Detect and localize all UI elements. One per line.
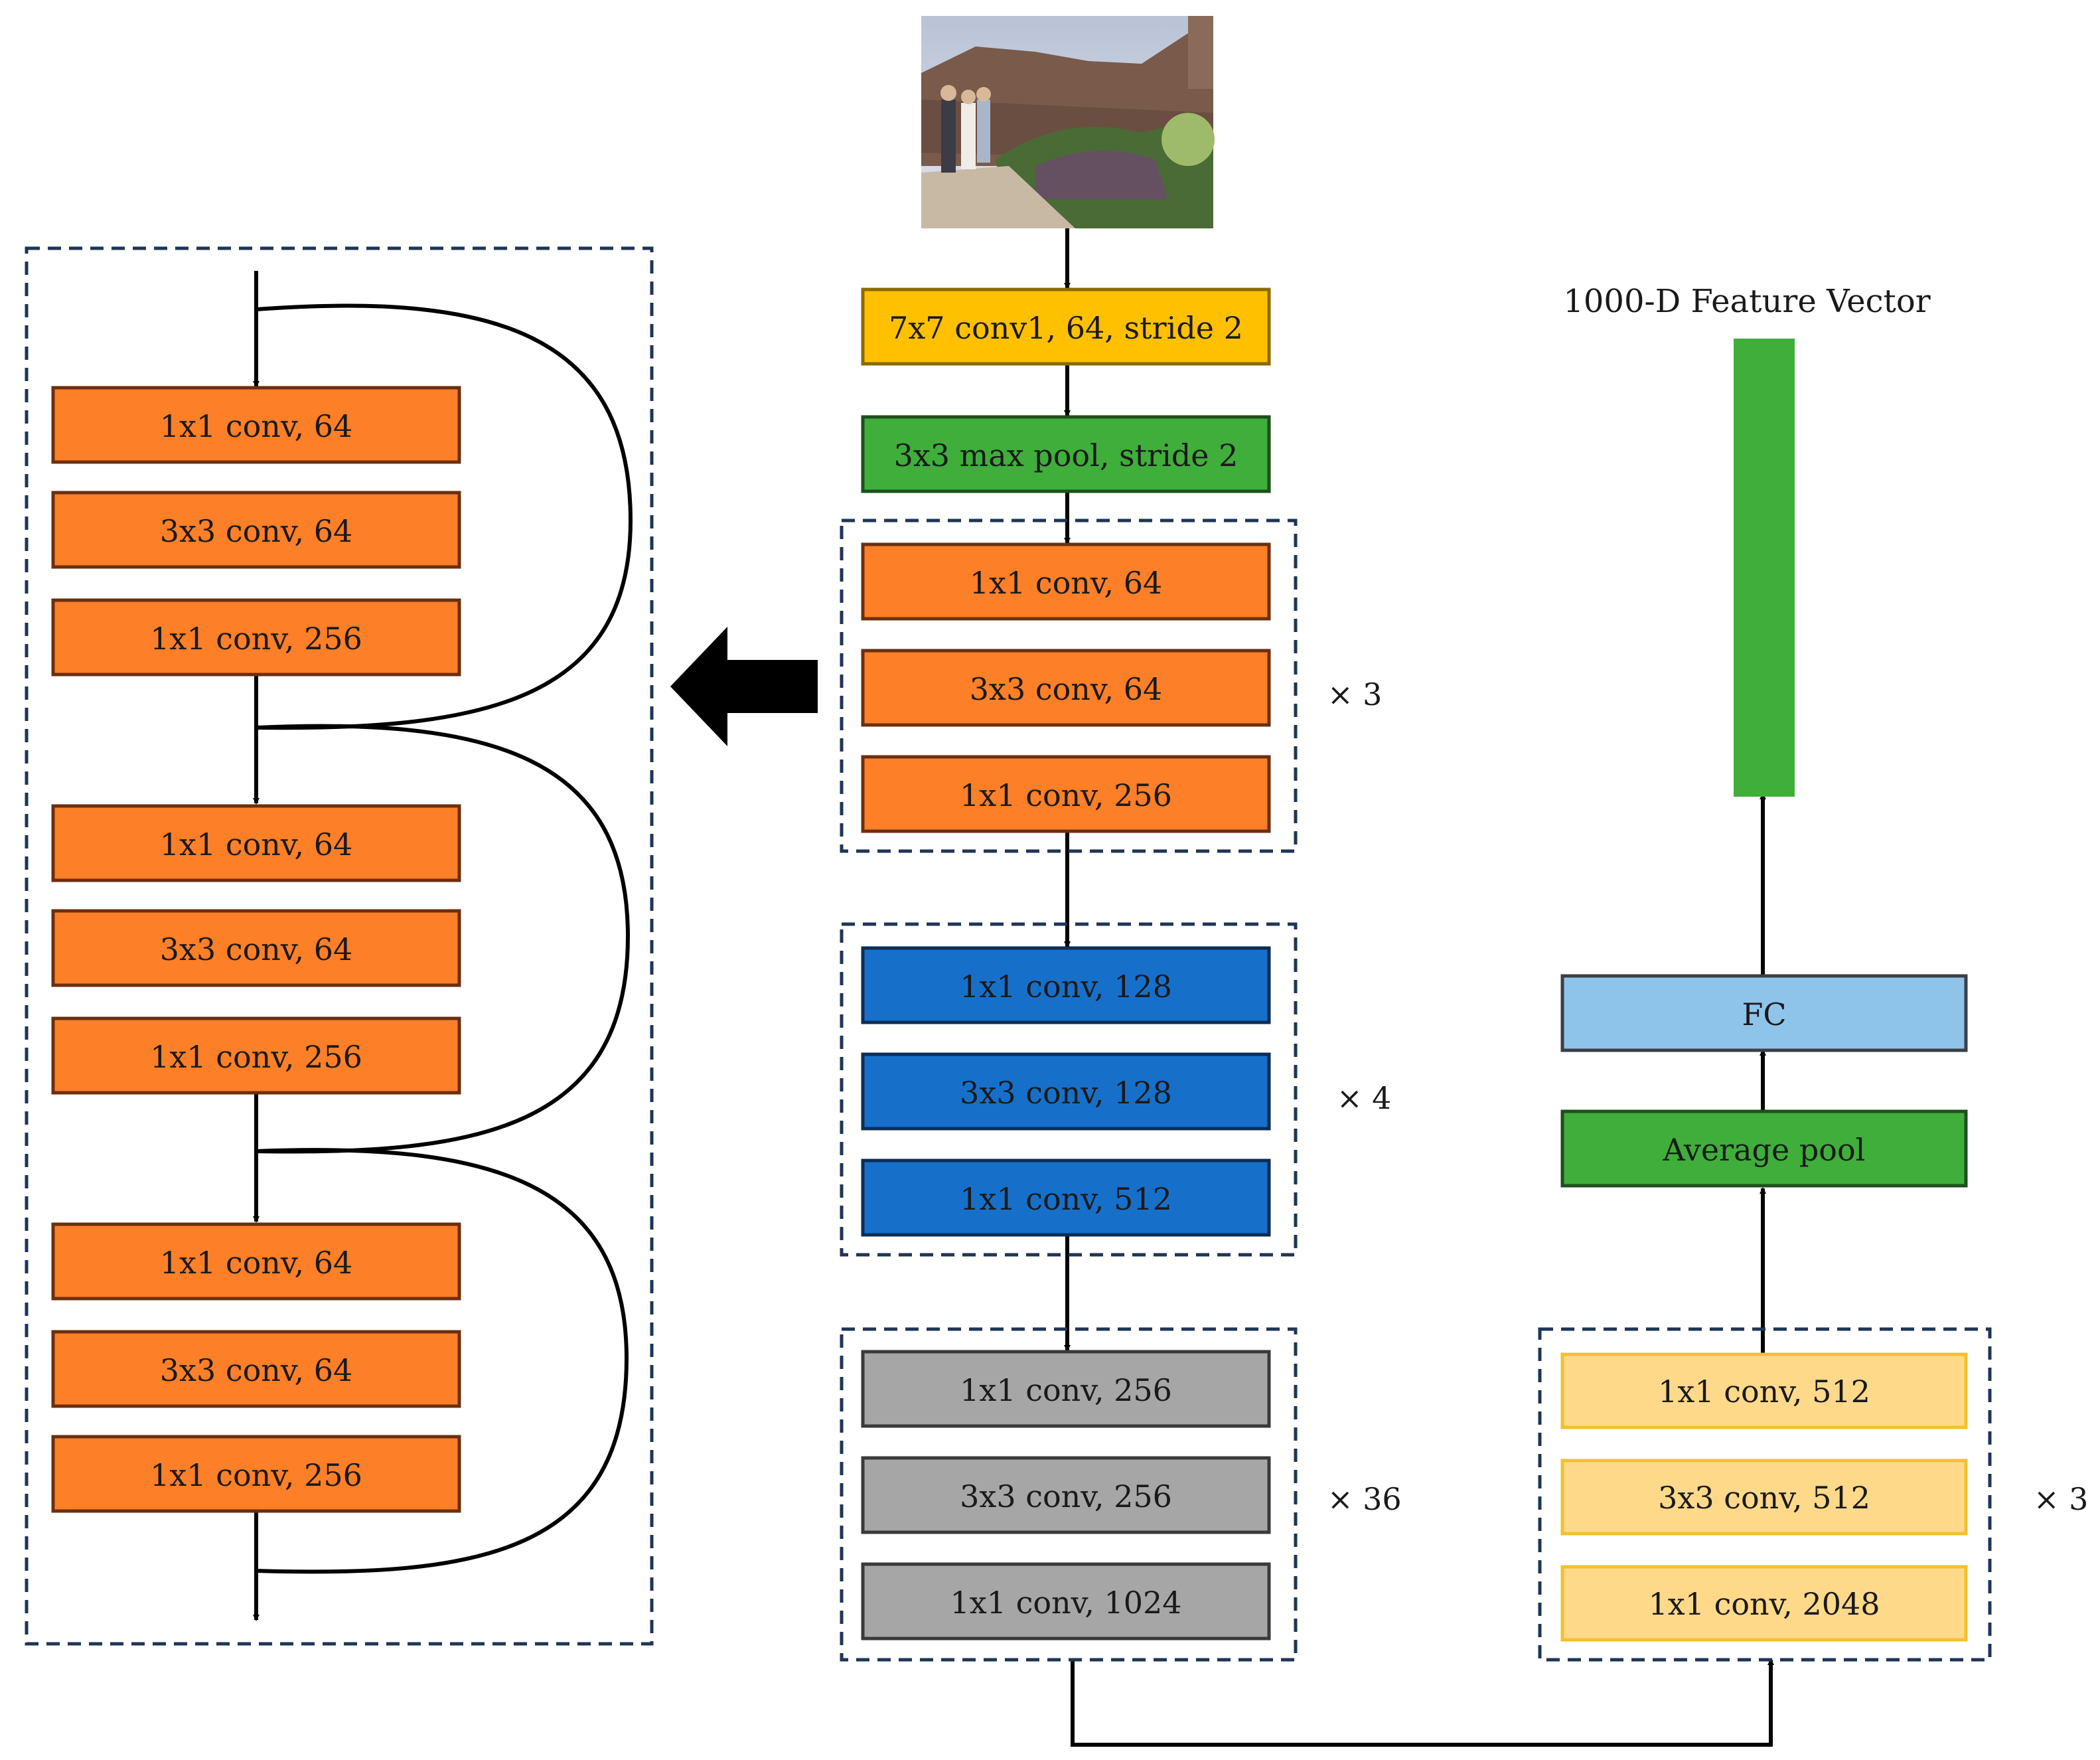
- stage2-repeat: × 4: [1337, 1080, 1391, 1116]
- stage4-repeat: × 3: [2034, 1481, 2088, 1517]
- stage2-group: [840, 922, 1298, 1257]
- stage3-layer-1: 1x1 conv, 256: [861, 1350, 1271, 1428]
- svg-text:3x3 conv, 64: 3x3 conv, 64: [160, 931, 353, 967]
- expanded-block-3: 1x1 conv, 64 3x3 conv, 64 1x1 conv, 256: [51, 1222, 461, 1513]
- stage2-layer-2: 3x3 conv, 128: [861, 1052, 1271, 1131]
- skip-connection-2: [256, 724, 631, 1154]
- input-image: [921, 16, 1215, 228]
- svg-text:3x3 conv, 256: 3x3 conv, 256: [960, 1479, 1172, 1514]
- maxpool-box: 3x3 max pool, stride 2: [861, 415, 1271, 493]
- svg-text:1x1 conv, 64: 1x1 conv, 64: [160, 408, 353, 444]
- stage3-layer-2: 3x3 conv, 256: [861, 1456, 1271, 1534]
- svg-text:1x1 conv, 64: 1x1 conv, 64: [970, 565, 1163, 601]
- arrow-stage3-to-stage4: [1071, 1658, 1774, 1747]
- avgpool-box: Average pool: [1560, 1109, 1968, 1188]
- expanded-b3-layer-1: 1x1 conv, 64: [51, 1222, 461, 1301]
- stage1-repeat: × 3: [1327, 677, 1382, 712]
- stage2-layer-3: 1x1 conv, 512: [861, 1159, 1271, 1237]
- conv1-box: 7x7 conv1, 64, stride 2: [861, 287, 1271, 366]
- stage3-layer-3: 1x1 conv, 1024: [861, 1562, 1271, 1640]
- stage1-layer-1: 1x1 conv, 64: [861, 542, 1271, 621]
- svg-text:1x1 conv, 64: 1x1 conv, 64: [160, 1245, 353, 1281]
- expanded-b1-layer-1: 1x1 conv, 64: [51, 386, 461, 464]
- expanded-b2-layer-1: 1x1 conv, 64: [51, 804, 461, 882]
- svg-text:1x1 conv, 256: 1x1 conv, 256: [960, 1372, 1172, 1408]
- expanded-b2-layer-2: 3x3 conv, 64: [51, 909, 461, 987]
- skip-connection-3: [256, 1148, 629, 1574]
- stage1-layer-2: 3x3 conv, 64: [861, 649, 1271, 727]
- svg-text:1x1 conv, 128: 1x1 conv, 128: [960, 969, 1172, 1004]
- output-feature-bar: [1734, 339, 1795, 797]
- output-label: 1000-D Feature Vector: [1563, 283, 1930, 320]
- svg-text:3x3 conv, 64: 3x3 conv, 64: [160, 513, 353, 549]
- svg-text:1x1 conv, 256: 1x1 conv, 256: [150, 621, 362, 657]
- expand-arrow: [670, 627, 818, 746]
- stage3-repeat: × 36: [1327, 1481, 1402, 1517]
- stage4-layer-2: 3x3 conv, 512: [1560, 1459, 1968, 1536]
- svg-text:3x3 conv, 512: 3x3 conv, 512: [1658, 1480, 1870, 1516]
- stage4-layer-1: 1x1 conv, 512: [1560, 1352, 1968, 1429]
- fc-box: FC: [1560, 974, 1968, 1052]
- svg-text:1x1 conv, 64: 1x1 conv, 64: [160, 827, 353, 862]
- svg-text:3x3 conv, 128: 3x3 conv, 128: [960, 1075, 1172, 1111]
- stage1-layer-3: 1x1 conv, 256: [861, 755, 1271, 833]
- stage1-group: [840, 519, 1298, 853]
- expanded-stage1-panel: [25, 246, 654, 1646]
- skip-connection-1: [256, 303, 633, 730]
- stage4-group: [1538, 1327, 1992, 1662]
- expanded-b1-layer-2: 3x3 conv, 64: [51, 491, 461, 569]
- svg-text:1x1 conv, 256: 1x1 conv, 256: [960, 777, 1172, 813]
- svg-text:3x3 conv, 64: 3x3 conv, 64: [970, 671, 1163, 707]
- stage4-layer-3: 1x1 conv, 2048: [1560, 1565, 1968, 1642]
- svg-text:1x1 conv, 512: 1x1 conv, 512: [960, 1181, 1172, 1217]
- svg-text:1x1 conv, 256: 1x1 conv, 256: [150, 1039, 362, 1075]
- expanded-b3-layer-3: 1x1 conv, 256: [51, 1435, 461, 1513]
- expanded-b1-layer-3: 1x1 conv, 256: [51, 598, 461, 677]
- avgpool-label: Average pool: [1663, 1132, 1866, 1168]
- maxpool-label: 3x3 max pool, stride 2: [894, 438, 1238, 473]
- expanded-block-2: 1x1 conv, 64 3x3 conv, 64 1x1 conv, 256: [51, 804, 461, 1095]
- expanded-block-1: 1x1 conv, 64 3x3 conv, 64 1x1 conv, 256: [51, 386, 461, 677]
- svg-text:1x1 conv, 256: 1x1 conv, 256: [150, 1457, 362, 1493]
- stage3-group: [840, 1327, 1298, 1662]
- expanded-b2-layer-3: 1x1 conv, 256: [51, 1016, 461, 1095]
- conv1-label: 7x7 conv1, 64, stride 2: [889, 310, 1243, 346]
- fc-label: FC: [1742, 997, 1786, 1032]
- svg-text:1x1 conv, 2048: 1x1 conv, 2048: [1648, 1586, 1880, 1622]
- stage2-layer-1: 1x1 conv, 128: [861, 946, 1271, 1024]
- svg-text:3x3 conv, 64: 3x3 conv, 64: [160, 1352, 353, 1388]
- svg-text:1x1 conv, 512: 1x1 conv, 512: [1658, 1374, 1870, 1409]
- svg-text:1x1 conv, 1024: 1x1 conv, 1024: [950, 1585, 1181, 1621]
- expanded-b3-layer-2: 3x3 conv, 64: [51, 1330, 461, 1408]
